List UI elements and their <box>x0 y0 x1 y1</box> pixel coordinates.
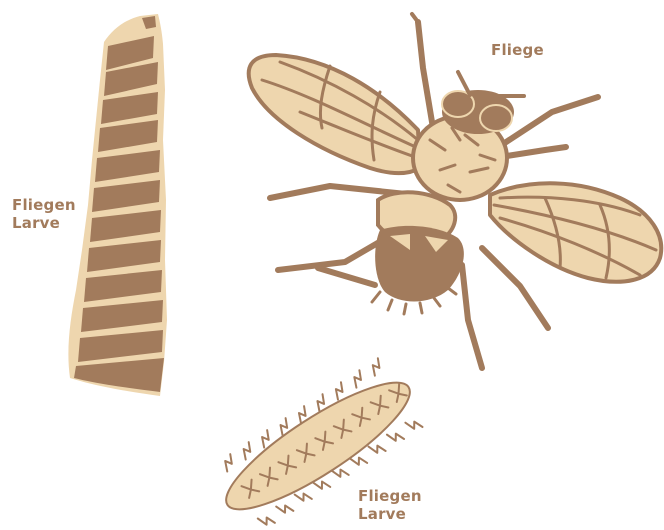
larva-spine <box>349 370 366 387</box>
larva-spine <box>258 512 275 529</box>
larva-spine <box>331 382 348 399</box>
fly-illustration <box>249 14 662 368</box>
maggot-larva-label-line2: Larve <box>12 214 76 232</box>
maggot-larva-label-line1: Fliegen <box>12 196 76 214</box>
maggot-larva-illustration <box>68 14 167 396</box>
fly-label: Fliege <box>491 41 544 59</box>
spiny-larva-label: Fliegen Larve <box>358 487 422 523</box>
larva-spine <box>276 500 293 517</box>
maggot-larva-label: Fliegen Larve <box>12 196 76 232</box>
larva-spine <box>368 358 385 375</box>
larva-spine <box>405 416 422 433</box>
larva-spine <box>220 454 237 471</box>
larva-spine <box>387 428 404 445</box>
spiny-larva-label-line2: Larve <box>358 505 422 523</box>
larva-spine <box>239 442 256 459</box>
spiny-larva-label-line1: Fliegen <box>358 487 422 505</box>
